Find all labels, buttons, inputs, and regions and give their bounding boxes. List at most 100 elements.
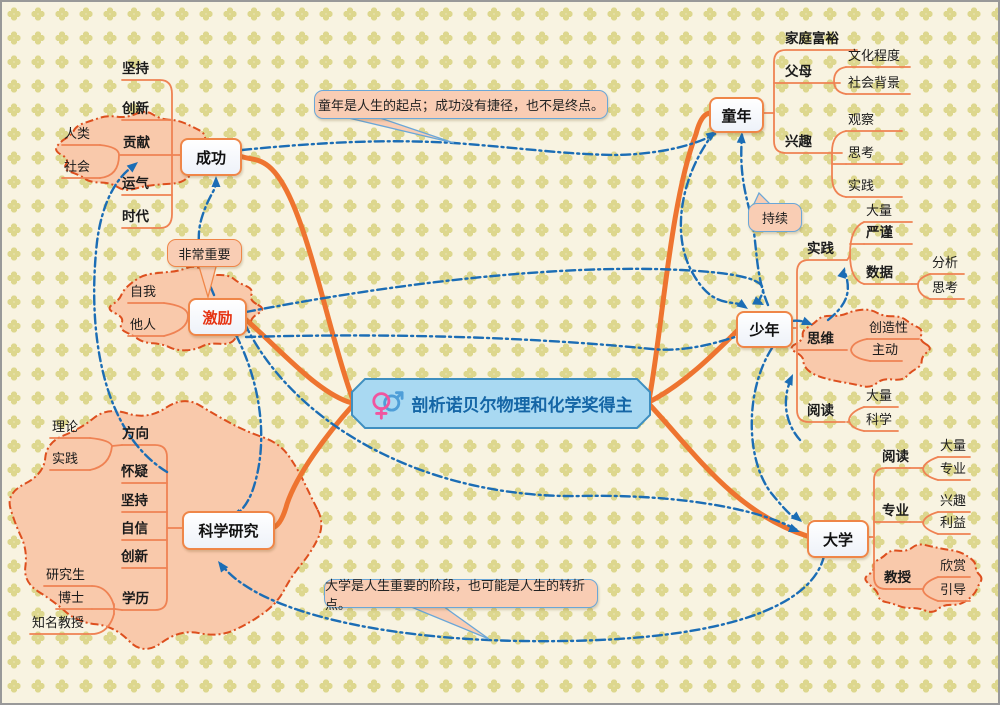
central-topic-shape[interactable] xyxy=(351,378,651,429)
cloud-boundaries xyxy=(8,110,983,650)
mindmap-label[interactable]: 文化程度 xyxy=(848,48,901,63)
mindmap-label[interactable]: 学历 xyxy=(122,591,149,606)
mindmap-label[interactable]: 科学 xyxy=(866,412,893,427)
mindmap-label[interactable]: 博士 xyxy=(58,590,85,605)
mindmap-label[interactable]: 教授 xyxy=(884,570,911,585)
arrow-into-practice xyxy=(837,267,846,279)
mindmap-label[interactable]: 思维 xyxy=(807,331,834,346)
cloud-professor-boundary xyxy=(864,543,983,613)
branch-childhood xyxy=(646,110,713,403)
sub-branches xyxy=(29,49,971,635)
mindmap-label[interactable]: 创新 xyxy=(122,101,149,116)
main-branches xyxy=(237,110,810,539)
mindmap-label[interactable]: 分析 xyxy=(932,255,959,270)
mindmap-label[interactable]: 自我 xyxy=(130,284,157,299)
topic-node-success[interactable]: 成功 xyxy=(180,138,242,176)
mindmap-label[interactable]: 专业 xyxy=(940,461,967,476)
mindmap-label[interactable]: 社会背景 xyxy=(848,75,901,90)
arrow-into-university-1 xyxy=(790,511,802,522)
rel-motivation-teen xyxy=(244,267,765,314)
topic-node-childhood[interactable]: 童年 xyxy=(709,97,764,133)
cloud-research-boundary xyxy=(8,400,323,650)
callout-tail-childhood-note xyxy=(339,115,455,144)
mindmap-label[interactable]: 实践 xyxy=(807,241,834,256)
mindmap-label[interactable]: 坚持 xyxy=(122,61,149,76)
mindmap-label[interactable]: 贡献 xyxy=(123,135,150,150)
gender-icon xyxy=(371,390,404,420)
branch-motivation xyxy=(241,315,355,406)
central-topic[interactable]: 剖析诺贝尔物理和化学奖得主 xyxy=(352,379,650,428)
mindmap-label[interactable]: 理论 xyxy=(52,419,79,434)
mindmap-label[interactable]: 时代 xyxy=(122,209,149,224)
mindmap-label[interactable]: 大量 xyxy=(866,203,893,218)
mindmap-label[interactable]: 严谨 xyxy=(866,225,893,240)
rel-motivation-research xyxy=(230,333,263,518)
mindmap-label[interactable]: 阅读 xyxy=(882,449,909,464)
branch-research xyxy=(269,402,356,531)
mindmap-label[interactable]: 家庭富裕 xyxy=(785,31,839,46)
arrow-into-childhood xyxy=(736,132,746,144)
arrow-into-contribution xyxy=(126,162,138,173)
mindmap-label[interactable]: 坚持 xyxy=(121,493,148,508)
callout-persist[interactable]: 持续 xyxy=(748,203,802,232)
mindmap-label[interactable]: 观察 xyxy=(848,112,875,127)
mindmap-label[interactable]: 兴趣 xyxy=(785,134,812,149)
arrow-into-thinking-top xyxy=(801,316,813,326)
mindmap-label[interactable]: 大量 xyxy=(940,438,967,453)
mindmap-label[interactable]: 主动 xyxy=(872,342,899,357)
mindmap-label[interactable]: 引导 xyxy=(940,582,967,597)
topic-node-teen[interactable]: 少年 xyxy=(736,311,793,348)
mindmap-label[interactable]: 兴趣 xyxy=(940,493,967,508)
mindmap-label[interactable]: 自信 xyxy=(121,521,148,536)
mindmap-label[interactable]: 运气 xyxy=(122,176,149,191)
callout-university-note[interactable]: 大学是人生重要的阶段，也可能是人生的转折点。 xyxy=(324,578,598,612)
mindmap-label[interactable]: 大量 xyxy=(866,388,893,403)
arrow-into-teen-1 xyxy=(736,299,748,309)
cloud-contribution-boundary xyxy=(55,110,218,191)
mindmap-label[interactable]: 利益 xyxy=(940,515,967,530)
rel-research-contribution xyxy=(92,163,169,474)
rel-success-childhood xyxy=(240,132,717,157)
branch-teen xyxy=(646,327,741,405)
mindmap-label[interactable]: 他人 xyxy=(130,317,157,332)
central-topic-title: 剖析诺贝尔物理和化学奖得主 xyxy=(411,396,633,415)
branch-success xyxy=(237,153,356,403)
mindmap-label[interactable]: 阅读 xyxy=(807,403,834,418)
arrow-into-research-bottom xyxy=(218,561,229,573)
mindmap-label[interactable]: 欣赏 xyxy=(940,558,967,573)
arrow-into-childhood-left xyxy=(705,131,717,141)
mindmap-label[interactable]: 思考 xyxy=(848,145,875,160)
arrow-into-success xyxy=(211,176,221,187)
mindmap-label[interactable]: 怀疑 xyxy=(121,464,148,479)
mindmap-label[interactable]: 实践 xyxy=(848,178,875,193)
branch-university xyxy=(646,401,810,539)
topic-node-research[interactable]: 科学研究 xyxy=(182,511,275,550)
cloud-thinking-boundary xyxy=(790,308,931,388)
mindmap-label[interactable]: 知名教授 xyxy=(32,615,85,630)
rel-teen-university xyxy=(750,346,802,522)
callout-very-important[interactable]: 非常重要 xyxy=(167,239,242,267)
mindmap-label[interactable]: 思考 xyxy=(932,280,959,295)
rel-university-research xyxy=(219,554,826,643)
arrow-into-thinking-bottom xyxy=(784,374,793,386)
mindmap-label[interactable]: 父母 xyxy=(785,64,812,79)
arrow-into-university-2 xyxy=(788,523,800,533)
mindmap-label[interactable]: 创新 xyxy=(121,549,148,564)
rel-motivation-university xyxy=(243,322,799,532)
relationship-links xyxy=(92,128,849,643)
rel-thinking-practice xyxy=(826,268,849,322)
mindmap-label[interactable]: 方向 xyxy=(122,426,149,441)
mindmap-label[interactable]: 实践 xyxy=(52,451,79,466)
arrow-into-teen-2 xyxy=(752,296,764,305)
mindmap-label[interactable]: 人类 xyxy=(64,126,91,141)
mindmap-label[interactable]: 创造性 xyxy=(869,320,909,335)
rel-childhood-teen xyxy=(679,128,748,309)
topic-node-motivation[interactable]: 激励 xyxy=(188,298,247,336)
topic-node-university[interactable]: 大学 xyxy=(807,520,869,558)
mindmap-label[interactable]: 数据 xyxy=(866,265,893,280)
callout-childhood-note[interactable]: 童年是人生的起点；成功没有捷径，也不是终点。 xyxy=(314,90,608,119)
mindmap-label[interactable]: 研究生 xyxy=(46,567,86,582)
mindmap-label[interactable]: 专业 xyxy=(882,503,909,518)
mindmap-label[interactable]: 社会 xyxy=(64,159,91,174)
